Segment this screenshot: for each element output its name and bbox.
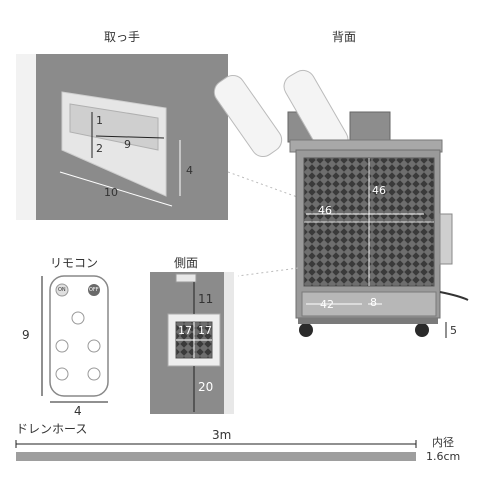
side-knob bbox=[439, 213, 453, 265]
handle-dim-e: 10 bbox=[104, 186, 118, 199]
back-dim-grille-w: 46 bbox=[318, 204, 332, 217]
side-dim-top: 11 bbox=[198, 292, 214, 306]
inner-diameter-value: 1.6cm bbox=[426, 450, 461, 463]
back-dim-grille-h: 46 bbox=[372, 184, 386, 197]
off-button-label: OFF bbox=[89, 287, 99, 293]
handle-dim-c: 9 bbox=[124, 138, 131, 151]
handle-dim-b: 2 bbox=[96, 142, 103, 155]
side-dim-opening-w: 17 bbox=[178, 324, 192, 337]
panel-edge bbox=[16, 54, 36, 220]
handle-panel bbox=[16, 54, 228, 220]
mode-button bbox=[71, 311, 85, 325]
remote-dim-height: 9 bbox=[22, 328, 30, 342]
side-panel-edge bbox=[224, 272, 234, 414]
on-button-label: ON bbox=[58, 287, 66, 293]
fan-button bbox=[55, 367, 69, 381]
side-dim-opening-h: 17 bbox=[198, 324, 212, 337]
off-button bbox=[88, 284, 100, 296]
remote-label: リモコン bbox=[50, 256, 99, 270]
right-duct bbox=[283, 69, 391, 157]
back-label: 背面 bbox=[332, 30, 357, 44]
remote-dim-width: 4 bbox=[74, 404, 82, 418]
back-dim-base-gap: 8 bbox=[370, 296, 377, 309]
side-top-bracket bbox=[175, 273, 197, 283]
wheel-right bbox=[415, 323, 429, 337]
side-dim-bottom: 20 bbox=[198, 380, 214, 394]
drain-hose-label: ドレンホース bbox=[16, 422, 88, 436]
plus-button bbox=[55, 339, 69, 353]
back-dim-wheel: 5 bbox=[450, 324, 457, 337]
wheel-left bbox=[299, 323, 313, 337]
on-button bbox=[55, 283, 69, 297]
back-dim-base-w: 42 bbox=[320, 298, 334, 311]
drain-hose bbox=[16, 452, 416, 461]
hose-length: 3m bbox=[212, 428, 232, 442]
remote-body bbox=[49, 275, 109, 397]
minus-button bbox=[87, 339, 101, 353]
handle-dim-d: 4 bbox=[186, 164, 193, 177]
handle-label: 取っ手 bbox=[104, 30, 141, 44]
handle-dim-a: 1 bbox=[96, 114, 103, 127]
side-label: 側面 bbox=[174, 256, 199, 270]
inner-diameter-label: 内径 bbox=[432, 436, 454, 449]
timer-button bbox=[87, 367, 101, 381]
